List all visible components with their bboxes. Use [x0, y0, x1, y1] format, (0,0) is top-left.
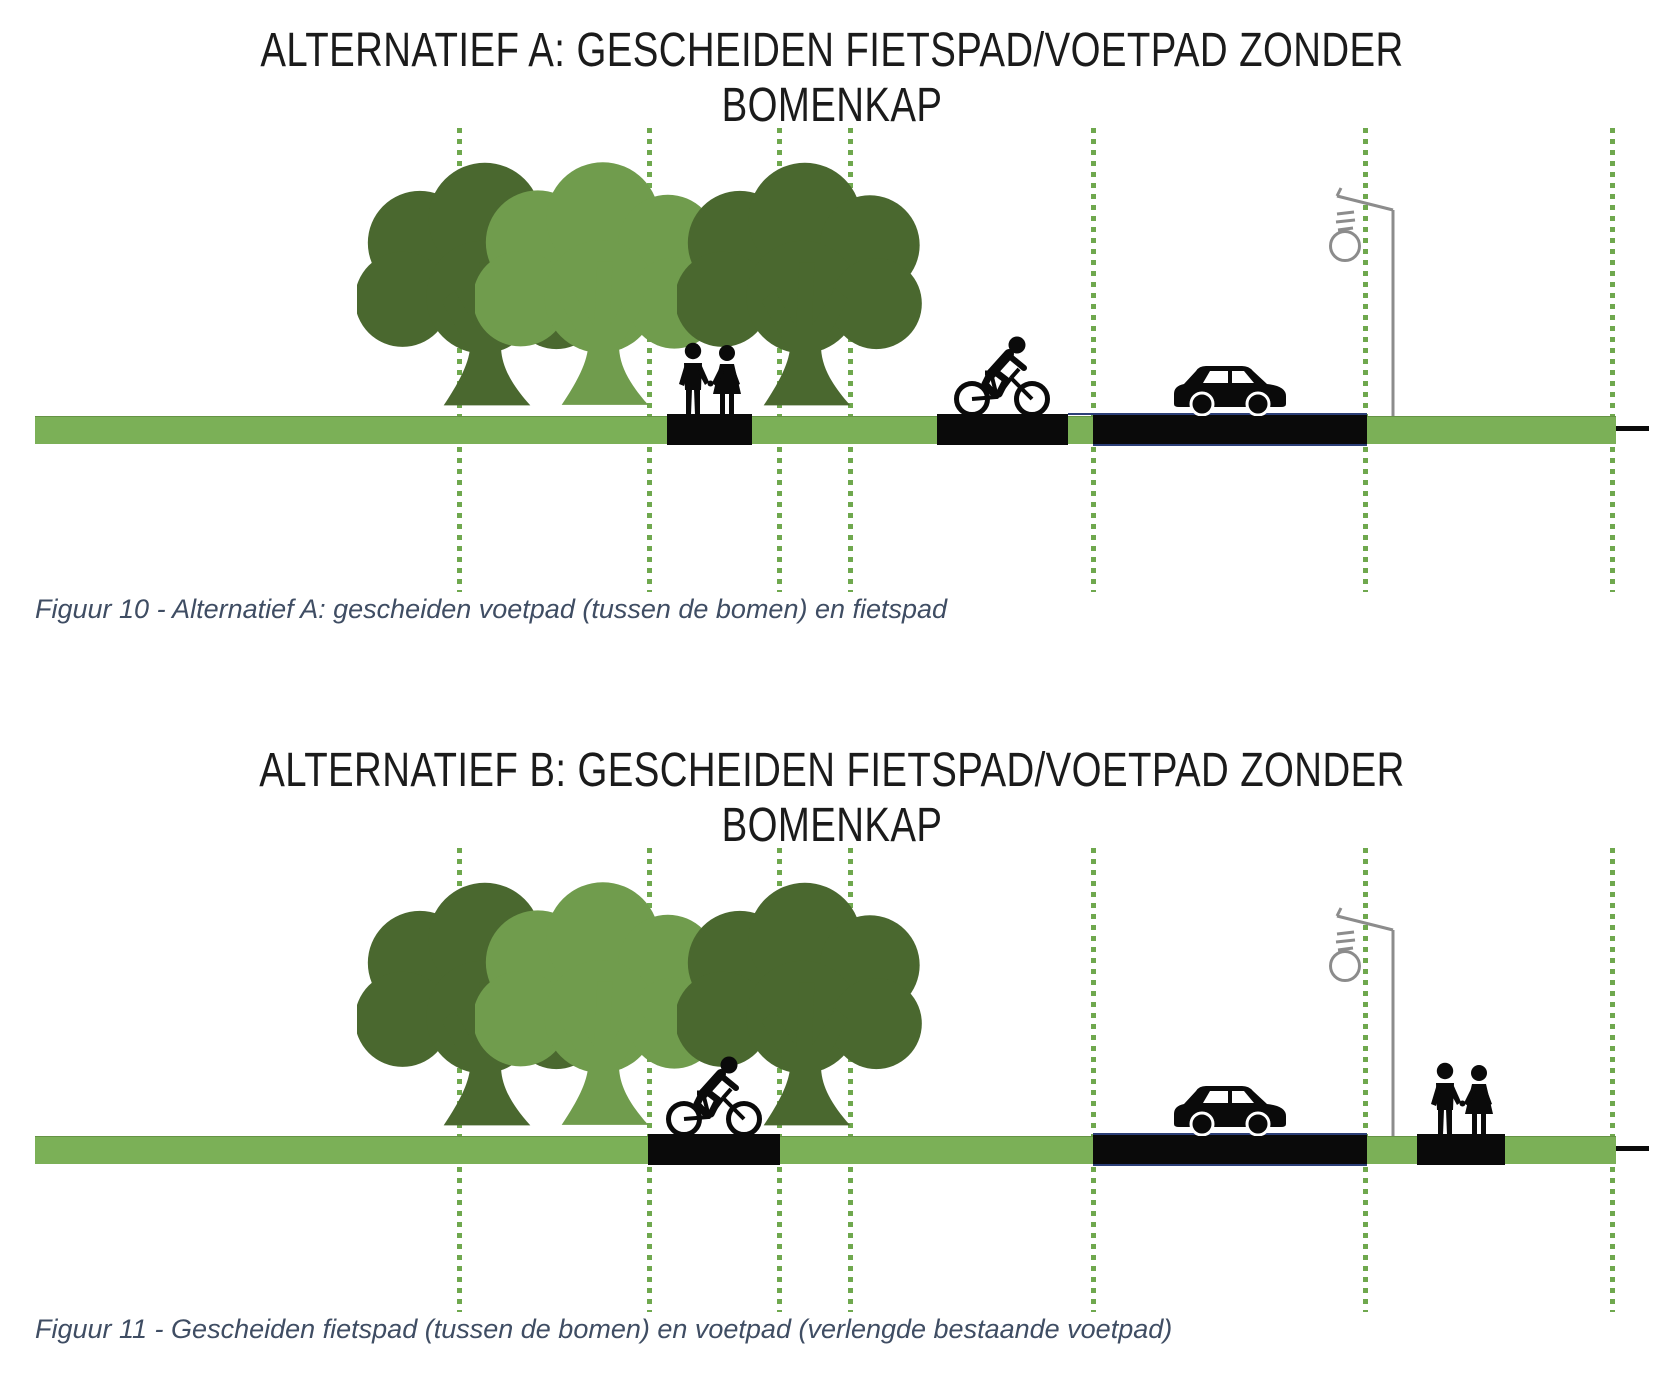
figure-title: ALTERNATIEF A: GESCHEIDEN FIETSPAD/VOETP…	[260, 24, 1404, 133]
footpath-segment	[1417, 1134, 1505, 1165]
road-segment	[1093, 1133, 1367, 1166]
dotted-guideline	[647, 848, 652, 1312]
dotted-guideline	[777, 848, 782, 1312]
dotted-guideline	[457, 848, 462, 1312]
cyclist-icon	[659, 1052, 769, 1136]
pedestrian-couple-icon	[1428, 1062, 1498, 1136]
ground-strip	[35, 1136, 1616, 1164]
pedestrian-couple-icon	[676, 342, 746, 416]
car-icon	[1170, 1078, 1290, 1136]
dotted-guideline	[1091, 128, 1096, 592]
figure-caption: Figuur 10 - Alternatief A: gescheiden vo…	[35, 594, 948, 624]
road-segment	[1093, 413, 1367, 446]
dotted-guideline	[1610, 128, 1615, 592]
figure-title: ALTERNATIEF B: GESCHEIDEN FIETSPAD/VOETP…	[259, 744, 1405, 853]
dotted-guideline	[848, 128, 853, 592]
dotted-guideline	[848, 848, 853, 1312]
ground-strip	[35, 416, 1616, 444]
road-edge-line	[1068, 413, 1093, 415]
bikepath-segment	[937, 414, 1068, 445]
ground-end-dash	[1616, 1146, 1649, 1151]
dotted-guideline	[1091, 848, 1096, 1312]
dotted-guideline	[1610, 848, 1615, 1312]
cyclist-icon	[947, 332, 1057, 416]
bikepath-segment	[648, 1134, 780, 1165]
dotted-guideline	[457, 128, 462, 592]
figure-caption: Figuur 11 - Gescheiden fietspad (tussen …	[35, 1314, 1173, 1344]
dotted-guideline	[647, 128, 652, 592]
ground-end-dash	[1616, 426, 1649, 431]
streetlight-icon	[1327, 904, 1401, 1138]
car-icon	[1170, 358, 1290, 416]
footpath-segment	[667, 414, 752, 445]
dotted-guideline	[777, 128, 782, 592]
dotted-guideline	[1363, 128, 1368, 592]
streetlight-icon	[1327, 184, 1401, 418]
dotted-guideline	[1363, 848, 1368, 1312]
